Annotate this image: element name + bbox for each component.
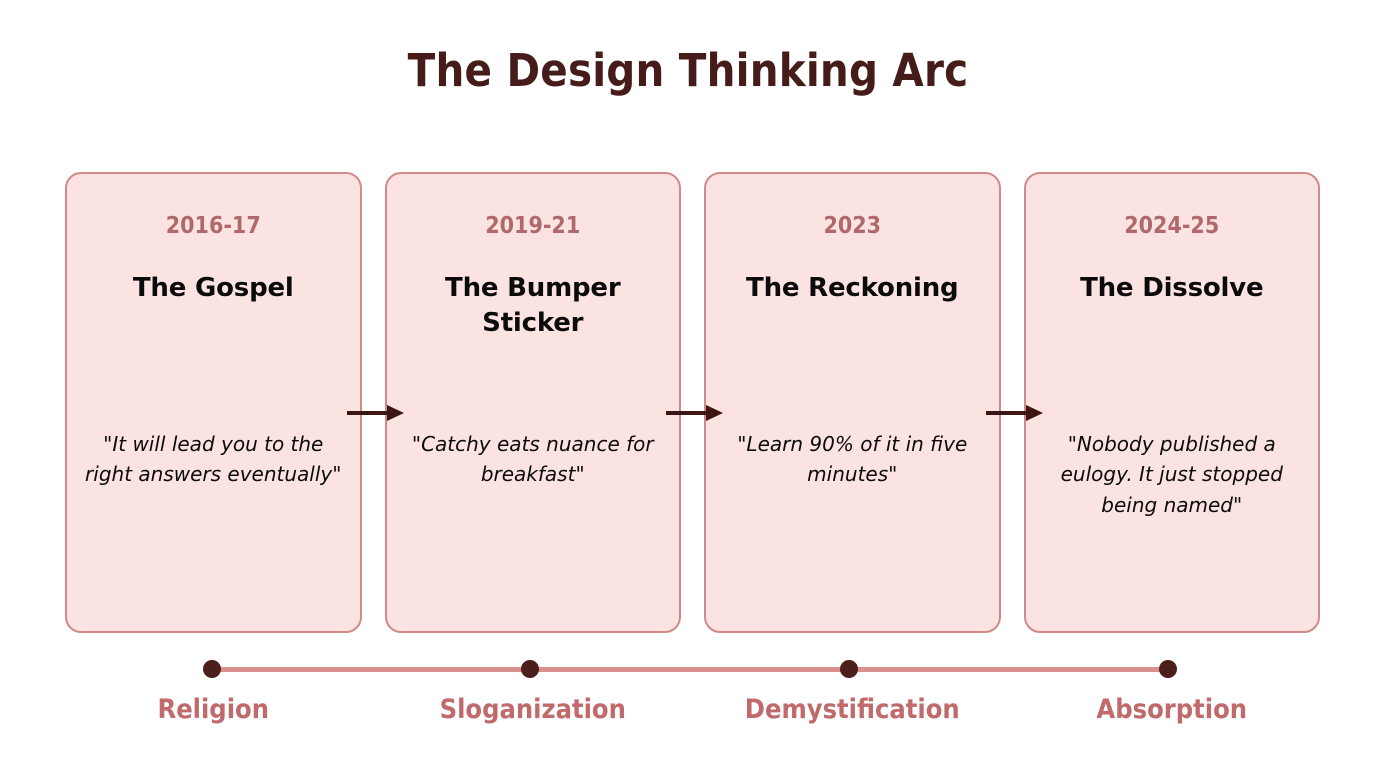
stage-card-reckoning[interactable]: 2023 The Reckoning "Learn 90% of it in f… — [704, 172, 1001, 633]
stage-era: 2023 — [823, 213, 882, 239]
timeline-track — [0, 655, 1376, 685]
timeline-label-religion: Religion — [157, 694, 270, 725]
timeline-line — [212, 667, 1168, 672]
timeline-label-absorption: Absorption — [1096, 694, 1248, 725]
timeline-label-sloganization: Sloganization — [439, 694, 626, 725]
timeline-dot-demystification[interactable] — [840, 660, 858, 678]
stage-quote: "It will lead you to the right answers e… — [85, 432, 342, 487]
timeline-dot-sloganization[interactable] — [521, 660, 539, 678]
timeline-dot-religion[interactable] — [203, 660, 221, 678]
stage-heading: The Bumper Sticker — [445, 273, 621, 338]
timeline-dot-absorption[interactable] — [1159, 660, 1177, 678]
stage-card-bumper-sticker[interactable]: 2019-21 The Bumper Sticker "Catchy eats … — [384, 172, 681, 633]
stage-quote: "Catchy eats nuance for breakfast" — [411, 432, 654, 487]
page-title: The Design Thinking Arc — [407, 44, 969, 97]
stage-card-dissolve[interactable]: 2024-25 The Dissolve "Nobody published a… — [1023, 172, 1320, 633]
stage-era: 2016-17 — [165, 213, 261, 239]
stage-card-row: 2016-17 The Gospel "It will lead you to … — [65, 172, 1320, 633]
stage-heading: The Dissolve — [1080, 273, 1264, 304]
timeline-label-demystification: Demystification — [744, 694, 960, 725]
stage-card-gospel[interactable]: 2016-17 The Gospel "It will lead you to … — [65, 172, 362, 633]
stage-heading: The Reckoning — [746, 273, 959, 304]
stage-quote: "Learn 90% of it in five minutes" — [737, 432, 968, 487]
stage-era: 2019-21 — [485, 213, 581, 239]
stage-quote: "Nobody published a eulogy. It just stop… — [1060, 432, 1283, 517]
stage-era: 2024-25 — [1124, 213, 1220, 239]
stage-heading: The Gospel — [132, 273, 294, 304]
timeline-label-row: Religion Sloganization Demystification A… — [65, 696, 1320, 740]
